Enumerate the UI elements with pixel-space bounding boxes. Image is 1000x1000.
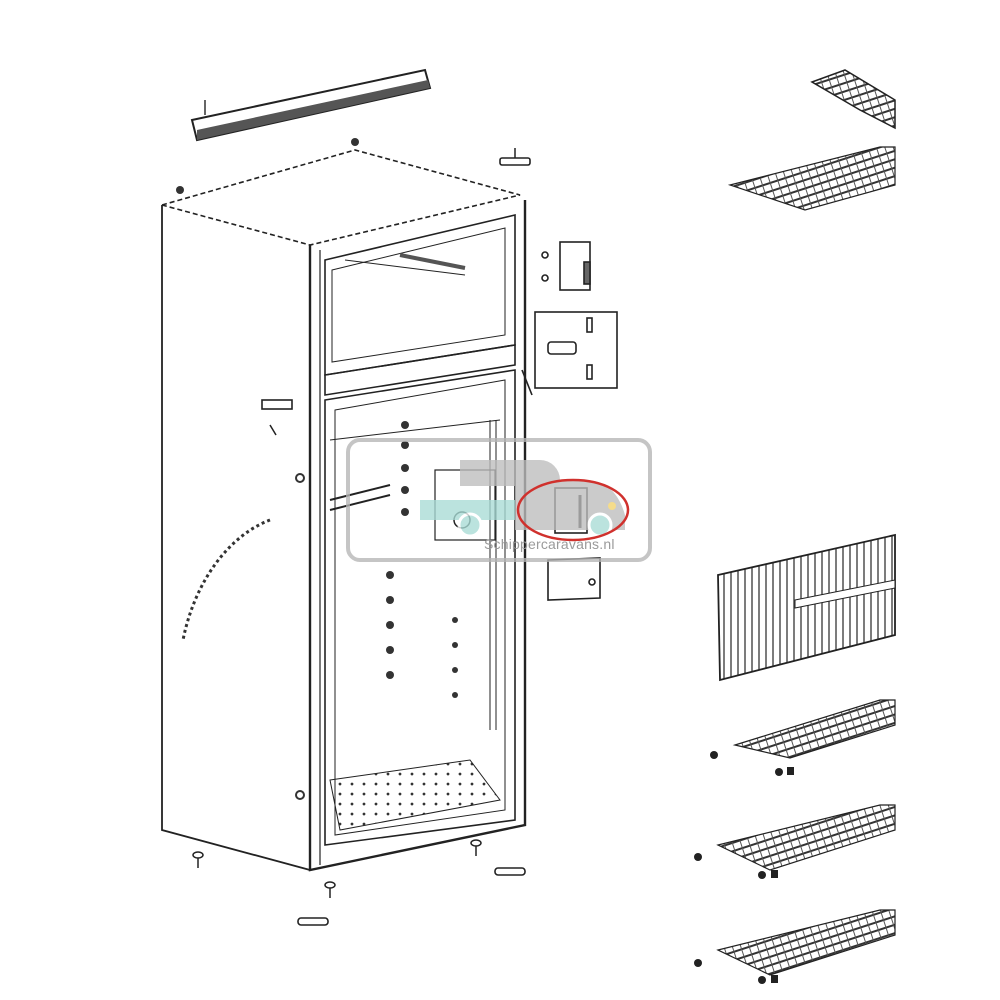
feet-part — [192, 839, 482, 898]
drain-hose-part — [181, 518, 271, 641]
shelf-2-part — [694, 804, 896, 879]
door-switch-part — [541, 241, 591, 291]
control-cover-part — [547, 557, 601, 601]
shelf-1-part — [710, 699, 896, 776]
shelf-3-part — [694, 909, 896, 984]
watermark-text: Schippercaravans.nl — [484, 536, 615, 552]
hinge-top-part — [499, 148, 531, 166]
crisper-cover-part — [717, 533, 896, 682]
switch-detail-inset — [521, 311, 618, 396]
freezer-shelf-part — [727, 146, 896, 211]
shelf-peg-holes — [386, 421, 458, 698]
hinge-middle-part — [261, 399, 293, 436]
ice-tray-part — [810, 69, 896, 130]
top-trim-part — [190, 68, 432, 142]
fasteners — [176, 138, 359, 800]
highlight-ellipse — [516, 478, 630, 542]
hinge-bottom-part — [297, 867, 526, 926]
watermark — [346, 438, 652, 562]
